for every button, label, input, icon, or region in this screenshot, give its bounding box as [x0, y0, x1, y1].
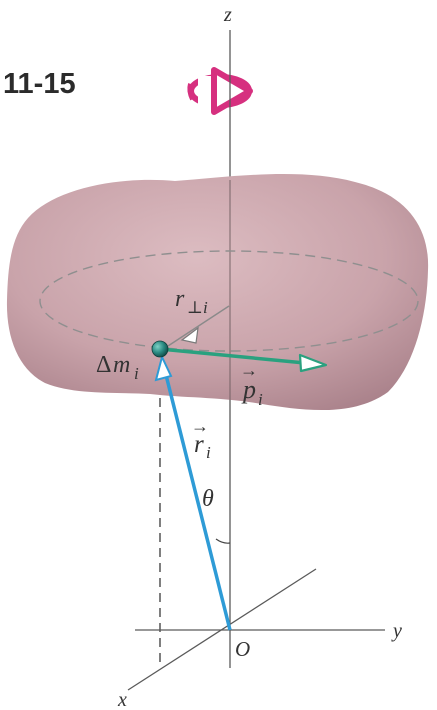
r-label: → r i	[191, 416, 211, 462]
svg-text:→: →	[191, 416, 209, 436]
svg-text:m: m	[113, 352, 130, 378]
svg-text:r: r	[175, 286, 185, 312]
svg-text:p: p	[241, 375, 256, 404]
origin-label: O	[235, 637, 250, 661]
x-axis-label: x	[117, 689, 127, 710]
svg-text:r: r	[194, 431, 204, 458]
svg-text:→: →	[240, 360, 258, 380]
y-axis-label: y	[391, 620, 402, 642]
figure-number: 11-15	[3, 68, 76, 100]
mass-point	[151, 340, 169, 358]
theta-arc	[215, 538, 231, 544]
rigid-body	[6, 174, 429, 411]
z-axis-label: z	[223, 4, 232, 26]
rotation-arrow-icon	[187, 67, 253, 115]
p-vector	[159, 347, 328, 373]
theta-label: θ	[202, 486, 214, 512]
r-perp-label: r ⊥i	[175, 286, 208, 317]
dashed-circle-path	[39, 250, 419, 352]
p-label: → p i	[240, 360, 263, 409]
x-axis	[127, 568, 317, 691]
r-vector	[154, 354, 232, 631]
mass-label: Δ m i	[96, 352, 139, 383]
svg-text:⊥i: ⊥i	[187, 298, 208, 317]
svg-text:i: i	[134, 364, 139, 383]
r-perp-vector	[167, 305, 230, 347]
svg-text:Δ: Δ	[96, 352, 111, 378]
svg-text:i: i	[258, 390, 263, 409]
svg-text:i: i	[206, 443, 211, 462]
